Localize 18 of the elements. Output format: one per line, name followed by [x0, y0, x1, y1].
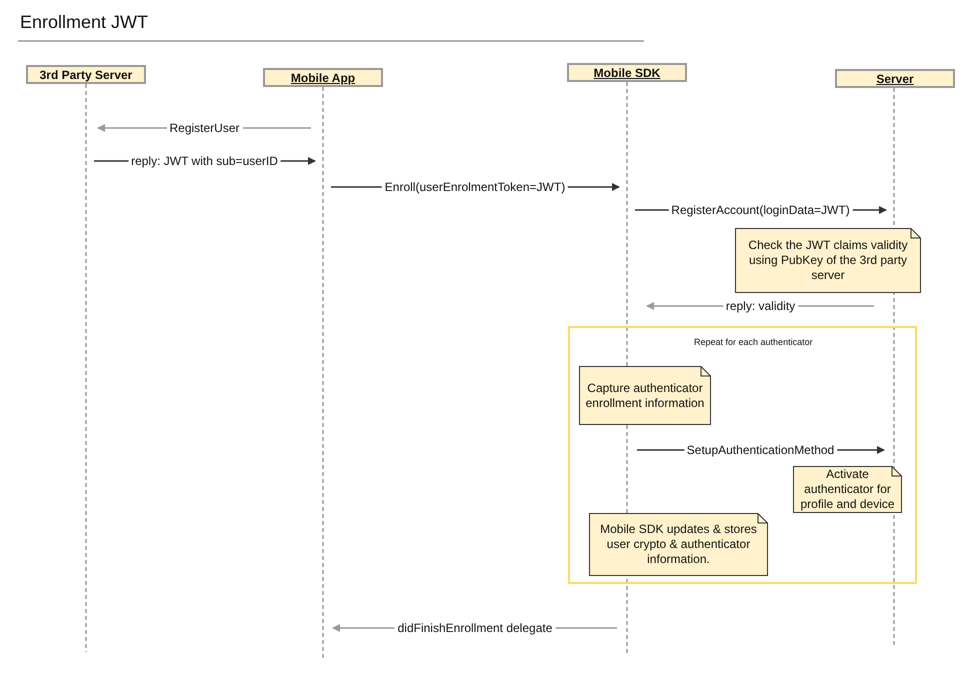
- note-box: Mobile SDK updates & stores user crypto & authenticator information.: [589, 513, 768, 576]
- edge-label: RegisterUser: [166, 121, 243, 135]
- edge-label: RegisterAccount(loginData=JWT): [668, 203, 853, 217]
- participant-box: 3rd Party Server: [26, 65, 146, 84]
- note-box: Capture authenticator enrollment information: [579, 366, 711, 425]
- edge-label: didFinishEnrollment delegate: [394, 621, 556, 635]
- edge-label: reply: validity: [722, 299, 798, 313]
- loop-frame: [568, 326, 917, 584]
- edge-label: SetupAuthenticationMethod: [684, 443, 838, 457]
- participant-box: Mobile SDK: [567, 63, 687, 82]
- note-box: Activate authenticator for profile and device: [793, 466, 902, 513]
- frame-label: Repeat for each authenticator: [694, 337, 813, 347]
- note-box: Check the JWT claims validity using PubKey of the 3rd party server: [735, 228, 921, 293]
- edge-label: Enroll(userEnrolmentToken=JWT): [382, 180, 568, 194]
- participant-box: Server: [835, 69, 955, 88]
- edge-label: reply: JWT with sub=userID: [128, 154, 281, 168]
- title: Enrollment JWT: [20, 12, 148, 33]
- participant-box: Mobile App: [263, 68, 383, 87]
